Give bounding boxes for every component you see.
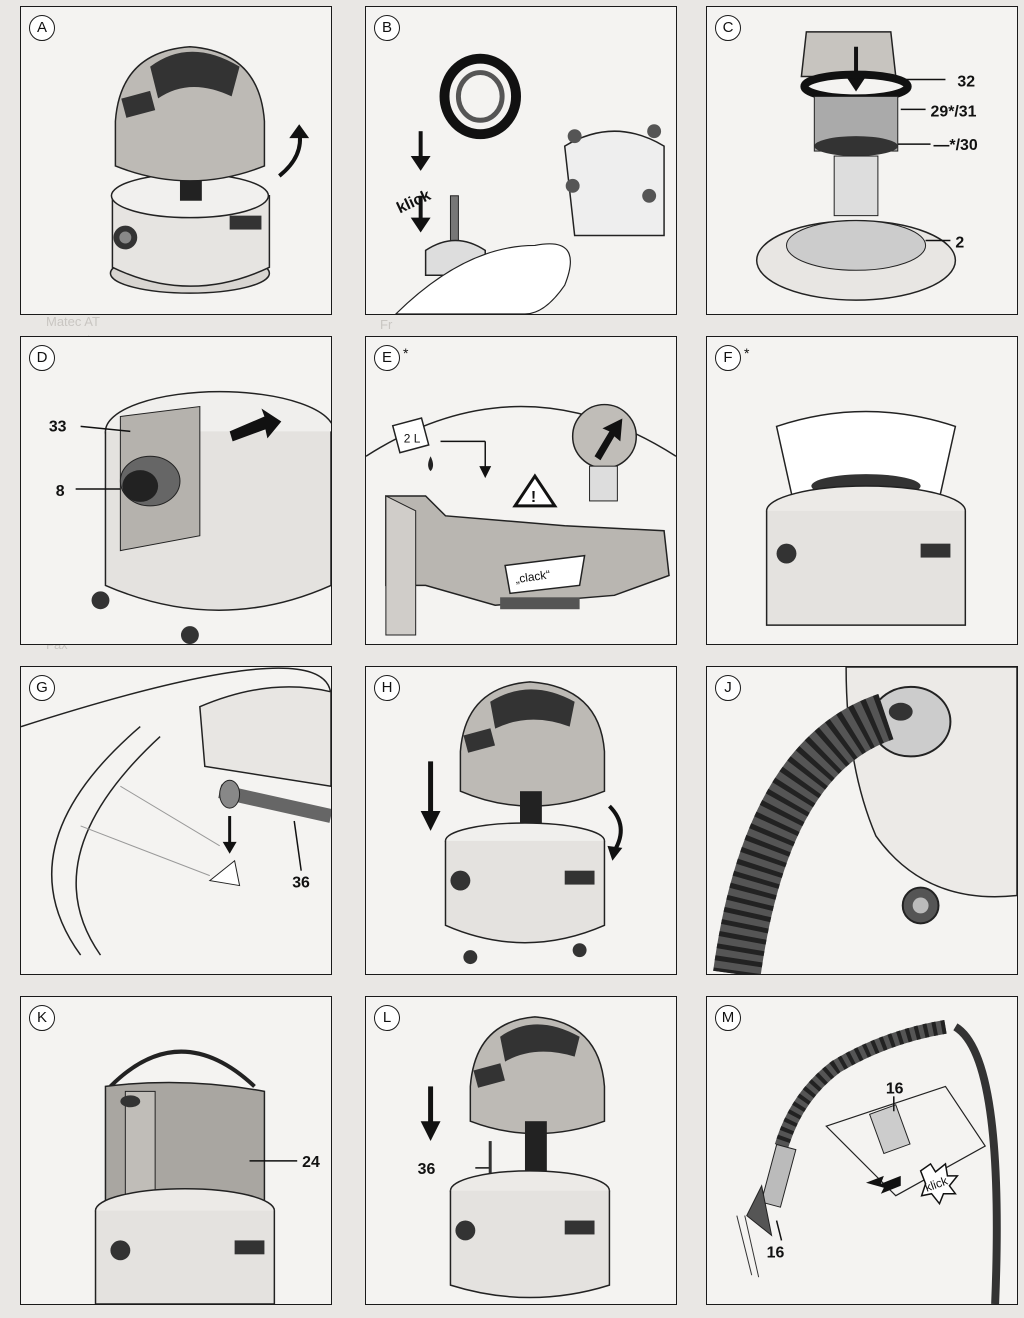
water-tank-illustration: 24: [94, 1049, 320, 1304]
panel-d: D 33 8: [20, 336, 332, 645]
panel-letter: L: [374, 1005, 400, 1031]
jug-volume: 2 L: [404, 431, 421, 445]
panel-h: H: [365, 666, 677, 975]
label-29-31: 29*/31: [931, 103, 977, 120]
vacuum-head-removal-illustration: [109, 45, 310, 294]
head-install-wet-illustration: 36: [418, 1016, 611, 1299]
filter-bag-assembly-illustration: 32 29*/31 —*/30 2: [755, 31, 978, 301]
paper-bag-insert-illustration: 33 8: [49, 390, 331, 644]
float-hose-illustration: 36: [21, 667, 331, 956]
label-32: 32: [957, 73, 975, 90]
asterisk-note: *: [744, 345, 750, 361]
label-36: 36: [292, 875, 310, 892]
panel-letter: E: [374, 345, 400, 371]
filter-clip-illustration: klick: [394, 53, 665, 314]
hose-connect-illustration: [713, 667, 1017, 974]
label-16-bottom: 16: [767, 1244, 785, 1261]
panel-letter: M: [715, 1005, 741, 1031]
label-24: 24: [302, 1154, 320, 1171]
label-36: 36: [418, 1161, 436, 1178]
label-33: 33: [49, 418, 67, 435]
clack-label: „clack“: [514, 567, 551, 586]
asterisk-note: *: [403, 345, 409, 361]
svg-text:!: !: [531, 489, 536, 506]
panel-letter: A: [29, 15, 55, 41]
panel-g: G 36: [20, 666, 332, 975]
panel-m: M 16 16 klick: [706, 996, 1018, 1305]
panel-e: E * 2 L ! „clack“: [365, 336, 677, 645]
panel-letter: C: [715, 15, 741, 41]
panel-a: A: [20, 6, 332, 315]
panel-letter: F: [715, 345, 741, 371]
water-float-illustration: 2 L ! „clack“: [366, 403, 676, 636]
panel-letter: G: [29, 675, 55, 701]
head-install-illustration: [420, 681, 623, 965]
panel-k: K 24: [20, 996, 332, 1305]
panel-b: B klick: [365, 6, 677, 315]
label-2: 2: [955, 234, 964, 251]
panel-f: F *: [706, 336, 1018, 645]
panel-letter: D: [29, 345, 55, 371]
label-8: 8: [56, 483, 65, 500]
panel-l: L 36: [365, 996, 677, 1305]
panel-letter: J: [715, 675, 741, 701]
label-30: —*/30: [934, 137, 978, 154]
panel-letter: K: [29, 1005, 55, 1031]
wet-filter-illustration: [765, 410, 967, 626]
nozzle-storage-illustration: 16 16 klick: [736, 1019, 1001, 1304]
panel-c: C 32 29*/31 —*/30 2: [706, 6, 1018, 315]
label-16-top: 16: [886, 1080, 904, 1097]
panel-j: J: [706, 666, 1018, 975]
klick-label: klick: [394, 187, 433, 217]
panel-letter: B: [374, 15, 400, 41]
panel-letter: H: [374, 675, 400, 701]
